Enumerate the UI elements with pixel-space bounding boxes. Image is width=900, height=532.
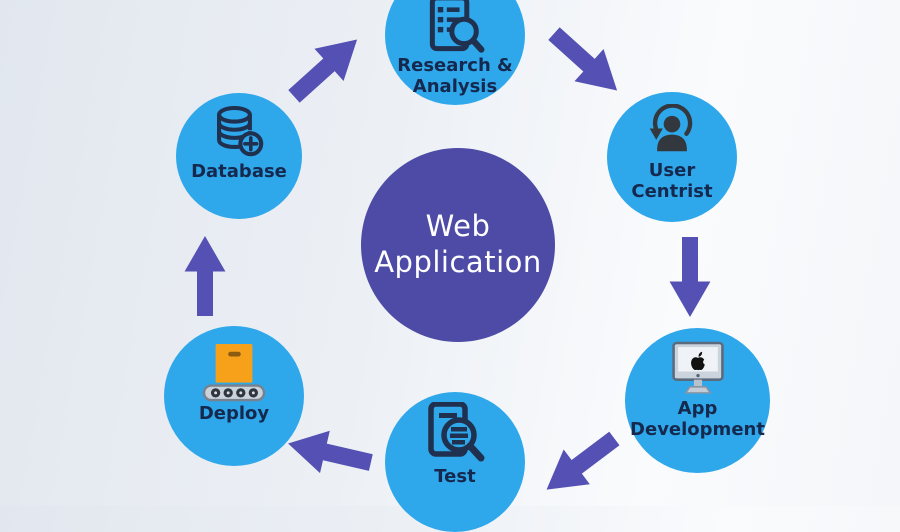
- database-add-icon: [217, 105, 264, 157]
- arrow-user-to-app-icon: [669, 237, 711, 317]
- arrow-research-to-user-icon: [548, 27, 618, 91]
- arrow-database-to-research-icon: [288, 39, 358, 103]
- node-database: Database: [176, 93, 302, 219]
- node-label-deploy: Deploy: [198, 403, 270, 424]
- node-app-development: App Development: [625, 328, 770, 473]
- center-title: Web Application: [374, 209, 542, 281]
- node-user-centrist: User Centrist: [607, 92, 737, 222]
- node-test: Test: [385, 392, 525, 532]
- node-research-analysis: Research & Analysis: [385, 0, 525, 105]
- user-refresh-icon: [649, 104, 693, 152]
- center-title-line1: Web: [425, 209, 491, 244]
- arrow-deploy-to-database-icon: [184, 236, 226, 316]
- center-title-line2: Application: [374, 245, 542, 279]
- monitor-apple-icon: [671, 341, 724, 394]
- node-label-research-analysis: Research & Analysis: [397, 54, 513, 97]
- web-application-cycle-diagram: Web Application Research & Analysis: [164, 0, 770, 532]
- center-node-web-application: Web Application: [361, 148, 555, 342]
- document-search-icon: [428, 402, 485, 462]
- document-magnifier-icon: [429, 0, 485, 53]
- node-label-app-development: App Development: [630, 398, 765, 441]
- arrow-test-to-deploy-icon: [288, 430, 373, 474]
- node-label-database: Database: [191, 161, 287, 182]
- node-label-test: Test: [434, 466, 476, 487]
- node-label-user-centrist: User Centrist: [631, 160, 713, 203]
- arrow-app-to-test-icon: [546, 431, 620, 490]
- node-deploy: Deploy: [164, 326, 304, 466]
- conveyor-box-icon: [202, 343, 266, 402]
